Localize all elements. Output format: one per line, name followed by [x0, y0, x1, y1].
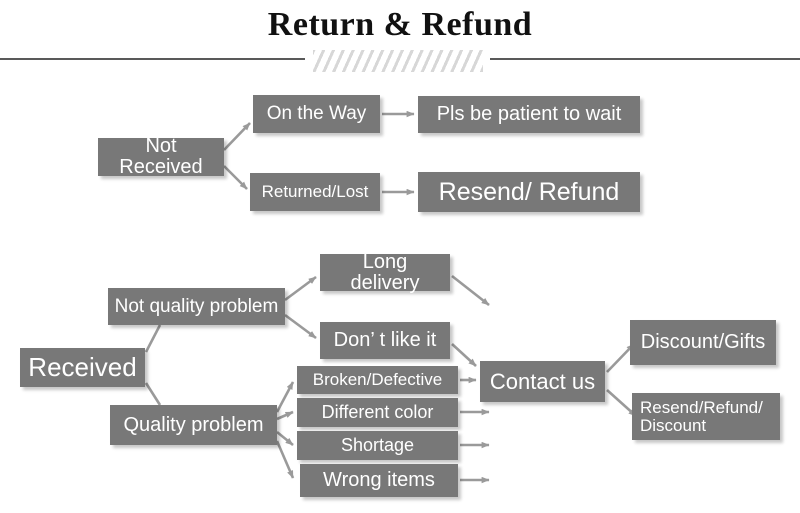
node-shortage[interactable]: Shortage — [297, 431, 458, 460]
divider-rule-right — [490, 58, 800, 60]
link-notreceived-returnedlost — [223, 165, 248, 190]
link-received-quality — [144, 382, 162, 406]
node-resend-refund[interactable]: Resend/ Refund — [418, 172, 640, 212]
node-discount-gifts[interactable]: Discount/Gifts — [630, 320, 776, 365]
node-different-color[interactable]: Different color — [297, 398, 458, 427]
node-resend-refund-discount[interactable]: Resend/Refund/ Discount — [632, 393, 780, 440]
link-notquality-dontlike — [284, 313, 317, 340]
node-not-quality-problem[interactable]: Not quality problem — [108, 288, 285, 325]
node-broken-defective[interactable]: Broken/Defective — [297, 366, 458, 394]
link-notreceived-ontheway — [223, 122, 251, 151]
node-quality-problem[interactable]: Quality problem — [110, 405, 277, 445]
link-received-notquality — [144, 324, 162, 353]
node-on-the-way[interactable]: On the Way — [253, 95, 380, 133]
node-contact-us[interactable]: Contact us — [480, 361, 605, 402]
node-long-delivery[interactable]: Long delivery — [320, 251, 450, 293]
node-not-received[interactable]: Not Received — [98, 136, 224, 178]
node-wrong-items[interactable]: Wrong items — [300, 464, 458, 497]
link-longdelivery-contactus — [451, 274, 490, 307]
link-dontlike-contactus — [451, 343, 477, 367]
link-quality-wrongitems — [275, 440, 295, 479]
link-quality-shortage — [276, 430, 294, 447]
link-quality-broken — [275, 381, 295, 413]
node-received[interactable]: Received — [20, 348, 145, 387]
node-pls-be-patient[interactable]: Pls be patient to wait — [418, 96, 640, 133]
link-quality-differentcolor — [276, 410, 294, 421]
page-title: Return & Refund — [267, 6, 533, 43]
node-dont-like-it[interactable]: Don’ t like it — [320, 322, 450, 359]
diagonal-hatch-icon — [313, 50, 483, 72]
title-divider — [0, 50, 800, 72]
divider-rule-left — [0, 58, 305, 60]
link-notquality-longdelivery — [284, 275, 317, 302]
node-returned-lost[interactable]: Returned/Lost — [250, 173, 380, 211]
